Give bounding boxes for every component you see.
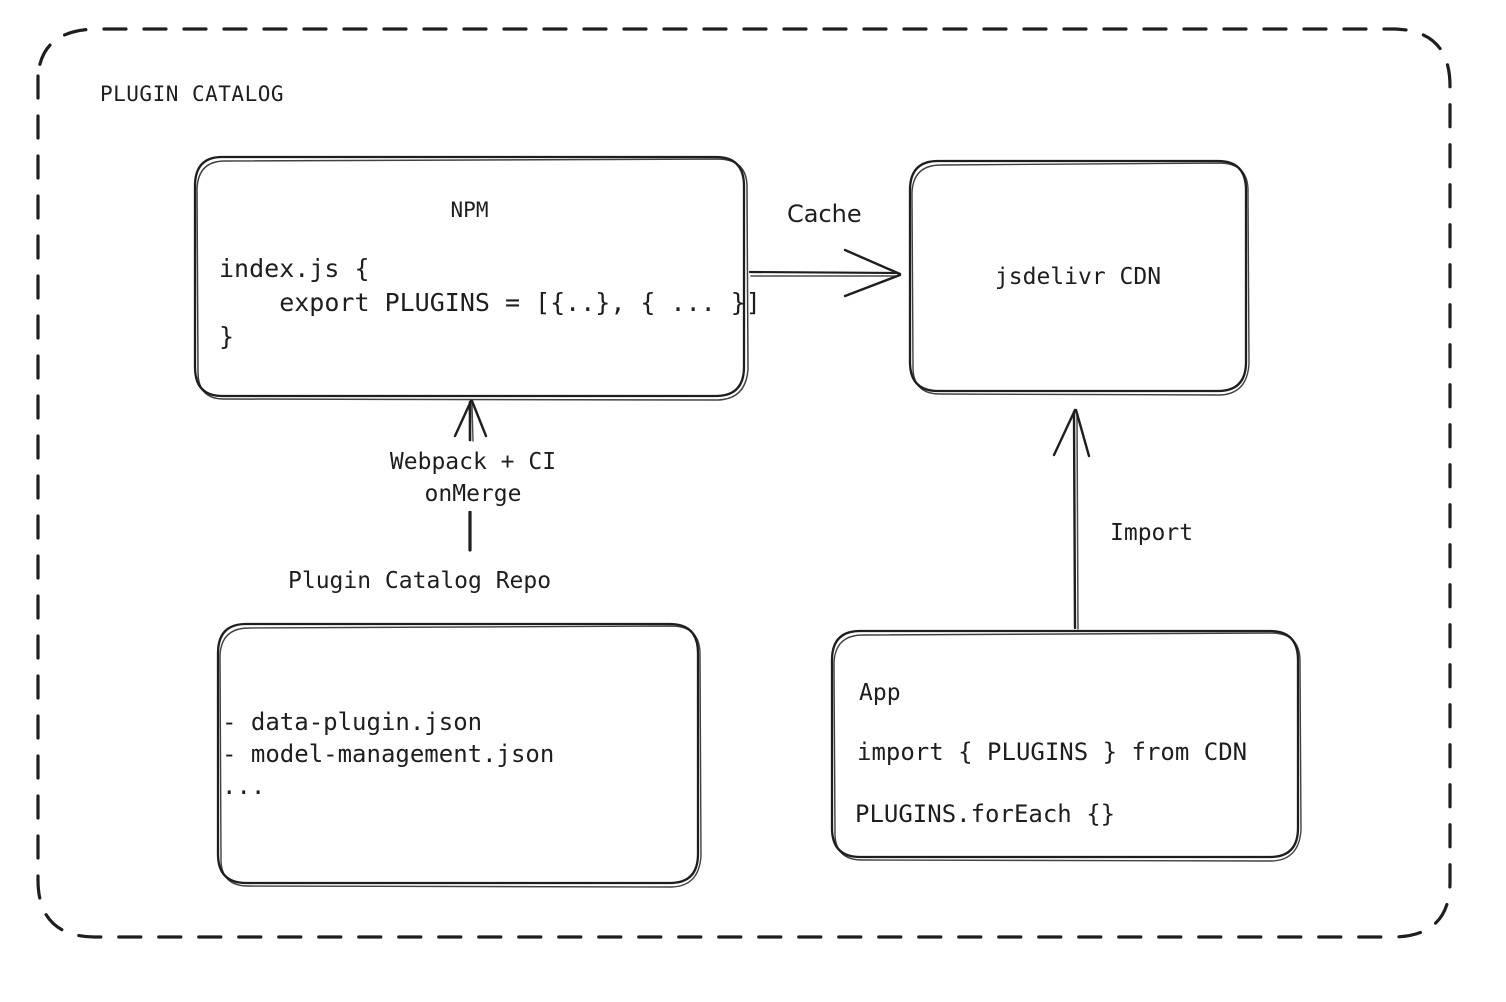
cache-edge-label: Cache — [787, 200, 862, 228]
app-node-import-line: import { PLUGINS } from CDN — [857, 738, 1248, 766]
webpack-edge-label-line2: onMerge — [371, 478, 575, 512]
repo-node-file-list: - data-plugin.json - model-management.js… — [222, 708, 555, 800]
cdn-node-title: jsdelivr CDN — [994, 264, 1162, 290]
npm-node-title: NPM — [450, 198, 489, 222]
cache-arrow — [748, 248, 902, 298]
import-edge-label: Import — [1110, 520, 1194, 546]
app-node-foreach-line: PLUGINS.forEach {} — [855, 800, 1116, 828]
app-node-title: App — [859, 680, 901, 706]
import-arrow — [1052, 408, 1091, 630]
frame-title: PLUGIN CATALOG — [100, 82, 285, 106]
npm-node-code: index.js { export PLUGINS = [{..}, { ...… — [219, 254, 761, 351]
webpack-edge-label-line1: Webpack + CI — [371, 446, 575, 480]
repo-node-caption: Plugin Catalog Repo — [288, 568, 552, 594]
